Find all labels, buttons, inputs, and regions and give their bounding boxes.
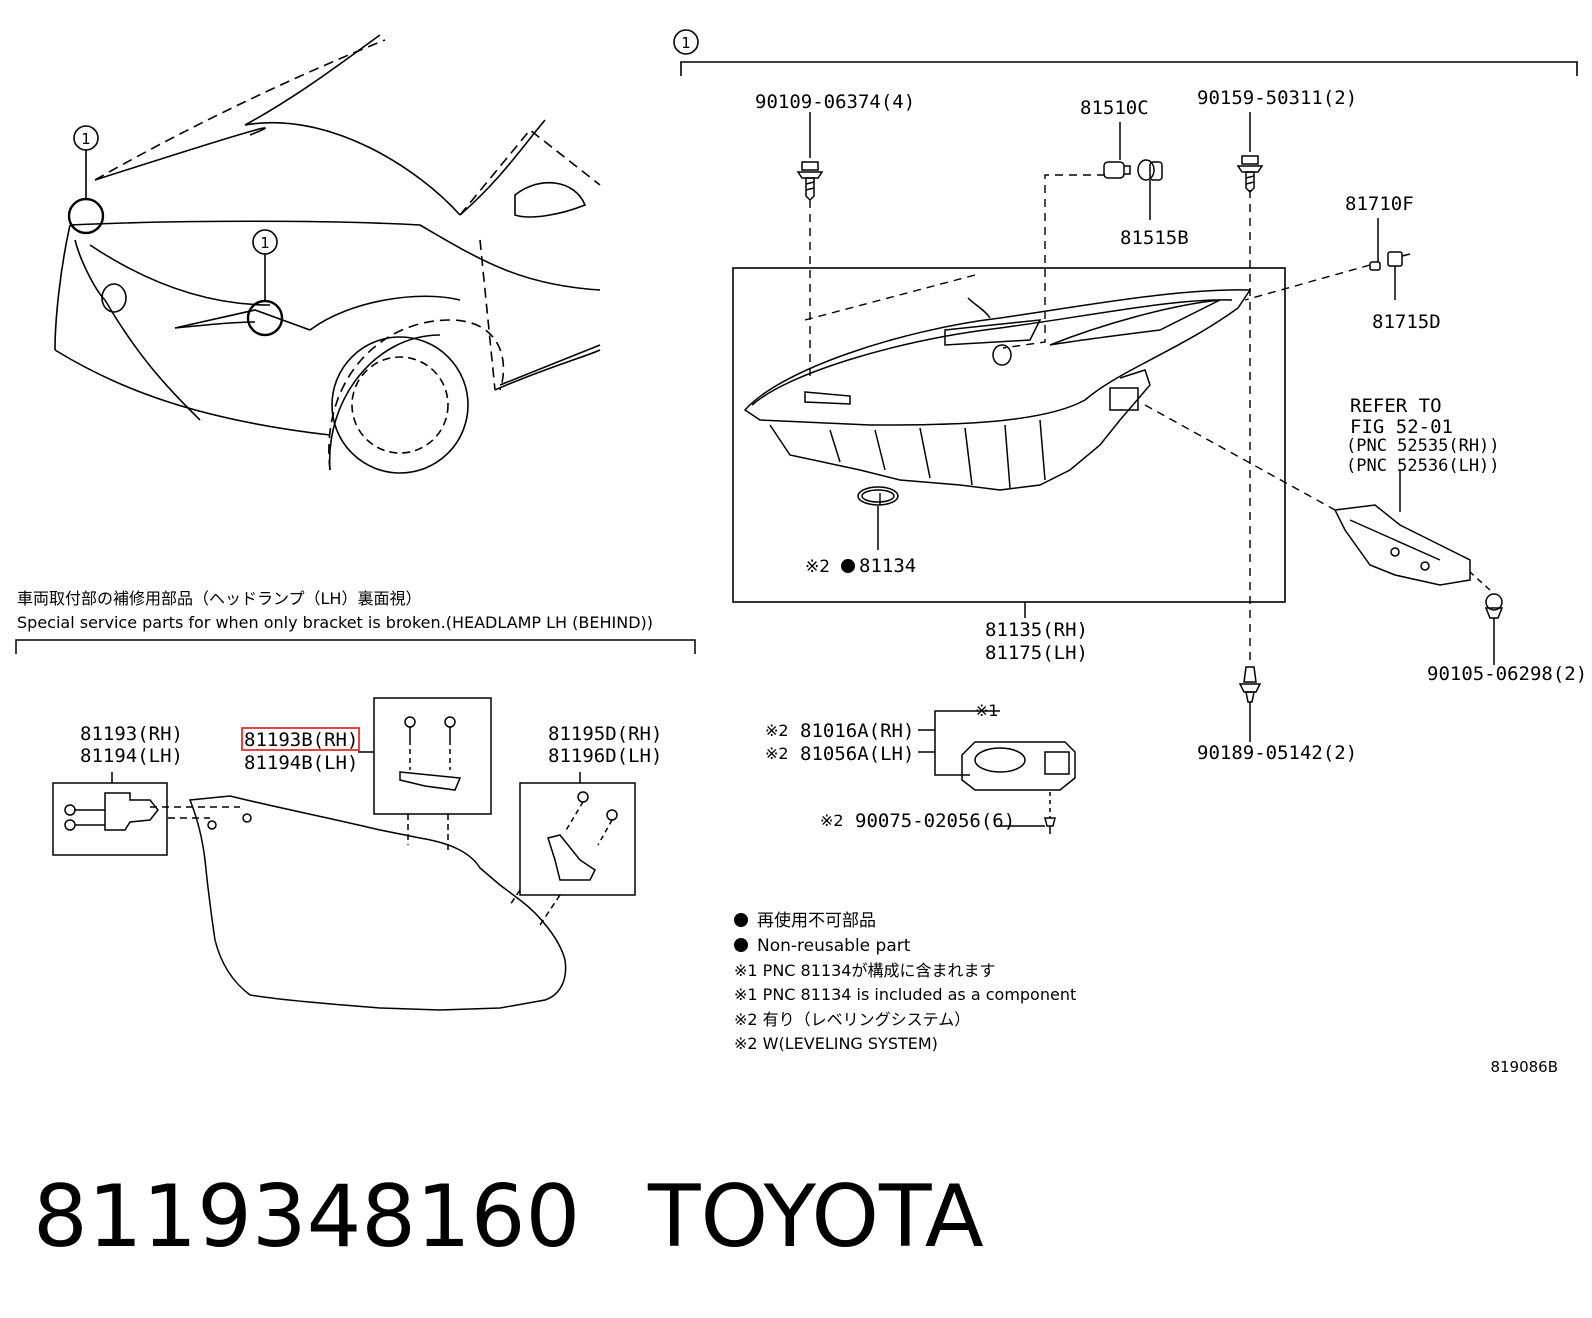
- part-label: 81194B(LH): [244, 752, 358, 774]
- side-bracket-icon: [1333, 470, 1471, 586]
- part-label: 90159-50311(2): [1197, 87, 1357, 109]
- part-label: 81056A(LH): [800, 743, 914, 765]
- group-bracket: [673, 29, 1578, 76]
- bolt-icon: [1469, 571, 1504, 665]
- part-label: 81515B: [1120, 227, 1189, 249]
- part-label: 81195D(RH): [548, 723, 662, 745]
- ref-note: (PNC 52535(RH)): [1346, 436, 1500, 456]
- bolt-icon: [1238, 666, 1262, 742]
- part-label: 81510C: [1080, 97, 1149, 119]
- group-callout-number: 1: [681, 34, 691, 52]
- ref-note: REFER TO: [1350, 395, 1442, 417]
- service-parts-illustration: [52, 697, 636, 1011]
- part-label: 81196D(LH): [548, 745, 662, 767]
- part-label: 90109-06374(4): [755, 91, 915, 113]
- highlight-box: [241, 727, 360, 751]
- bulb-icon: [1103, 122, 1131, 179]
- socket-icon: [1387, 251, 1411, 300]
- legend-note2-en: ※2 W(LEVELING SYSTEM): [734, 1034, 938, 1053]
- legend-note1-jp: ※1 PNC 81134が構成に含まれます: [734, 961, 995, 980]
- ref-note: FIG 52-01: [1350, 416, 1453, 438]
- bulb-icon: [1369, 218, 1381, 271]
- service-title-en: Special service parts for when only brac…: [17, 613, 653, 632]
- car-callout-lower: 1: [260, 234, 270, 252]
- bolt-icon: [796, 112, 824, 202]
- part-label-highlighted: 81193B(RH): [244, 729, 358, 751]
- legend-note2-jp: ※2 有り（レベリングシステム）: [734, 1010, 970, 1029]
- footer-brand: TOYOTA: [647, 1167, 984, 1267]
- legend-note1-en: ※1 PNC 81134 is included as a component: [734, 985, 1076, 1004]
- part-label-prefix: ※2: [805, 557, 830, 577]
- part-label: 81134: [859, 555, 916, 577]
- socket-icon: [1137, 159, 1163, 220]
- car-callout-upper: 1: [81, 130, 91, 148]
- service-title-jp: 車両取付部の補修用部品（ヘッドランプ（LH）裏面視）: [17, 589, 421, 608]
- bolt-icon: [1236, 112, 1264, 194]
- part-label: 81175(LH): [985, 642, 1088, 664]
- headlamp-frame: [732, 267, 1286, 603]
- nonreusable-dot-icon: [734, 913, 748, 927]
- legend-nonreusable-en: Non-reusable part: [757, 936, 911, 956]
- footer-part-number: 8119348160: [33, 1167, 580, 1267]
- leader-lines: [804, 174, 1371, 665]
- part-label: 81016A(RH): [800, 720, 914, 742]
- part-label-prefix: ※2: [765, 744, 789, 763]
- part-label: 81194(LH): [80, 745, 183, 767]
- figure-code: 819086B: [1490, 1058, 1558, 1076]
- service-bracket: [15, 639, 696, 654]
- headlamp-body: [743, 289, 1252, 550]
- part-label-prefix: ※2: [765, 721, 789, 740]
- legend-nonreusable-jp: 再使用不可部品: [757, 910, 876, 931]
- ref-note: (PNC 52536(LH)): [1346, 456, 1500, 476]
- part-label: 90075-02056(6): [855, 810, 1015, 832]
- part-label: 81193(RH): [80, 723, 183, 745]
- part-label-note: ※1: [975, 701, 999, 720]
- nonreusable-dot-icon: [841, 559, 855, 573]
- part-label: 90105-06298(2): [1427, 663, 1587, 685]
- nonreusable-dot-icon: [734, 938, 748, 952]
- part-label: 81710F: [1345, 193, 1414, 215]
- leveling-actuator-icon: [918, 710, 1076, 834]
- part-label: 81135(RH): [985, 619, 1088, 641]
- part-label-prefix: ※2: [820, 811, 844, 830]
- car-front-illustration: [54, 34, 601, 474]
- part-label: 81715D: [1372, 311, 1441, 333]
- part-label: 90189-05142(2): [1197, 742, 1357, 764]
